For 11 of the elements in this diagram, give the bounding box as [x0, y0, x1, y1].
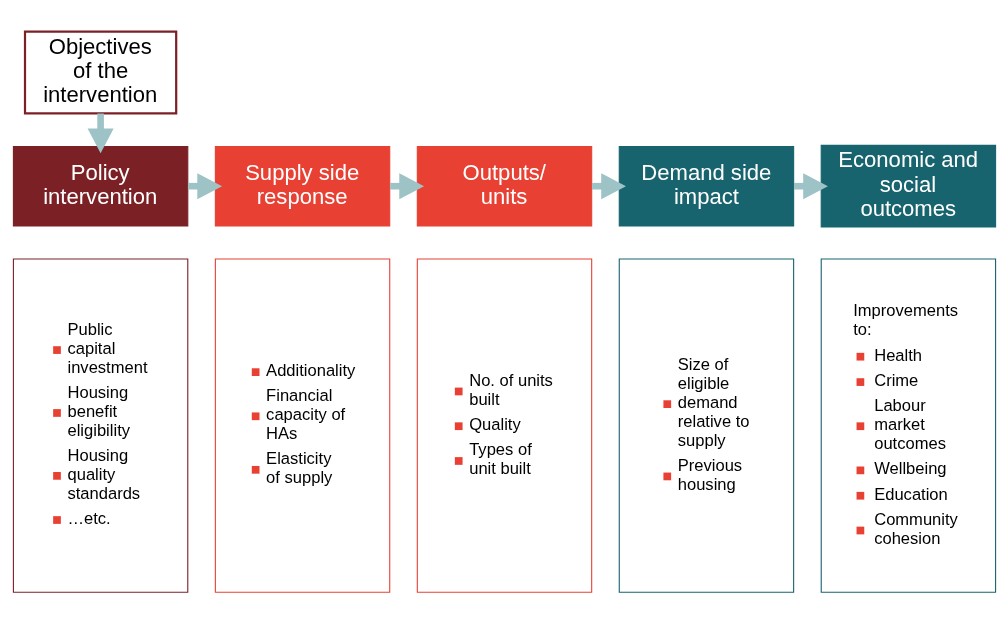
node-box: Public capital investment Housing benefit eligibility Housing quality standards …etc.: [12, 257, 188, 593]
node-box: Economic and social outcomes: [820, 144, 996, 228]
node-box: Size of eligible demand relative to supply Previous housing: [618, 257, 794, 593]
node-box: Additionality Financial capacity of HAs Elasticity of supply: [214, 257, 390, 593]
node-box: Outputs/ units: [416, 145, 592, 226]
node-box: Improvements to: Health Crime Labour market outcomes Wellbeing Education Community cohesion: [820, 257, 996, 593]
node-box: Objectives of the intervention: [23, 30, 177, 114]
node-box: No. of units built Quality Types of unit built: [416, 257, 592, 593]
node-box: Policy intervention: [12, 145, 188, 226]
node-box: Demand side impact: [618, 145, 794, 226]
node-box: Supply side response: [214, 145, 390, 226]
